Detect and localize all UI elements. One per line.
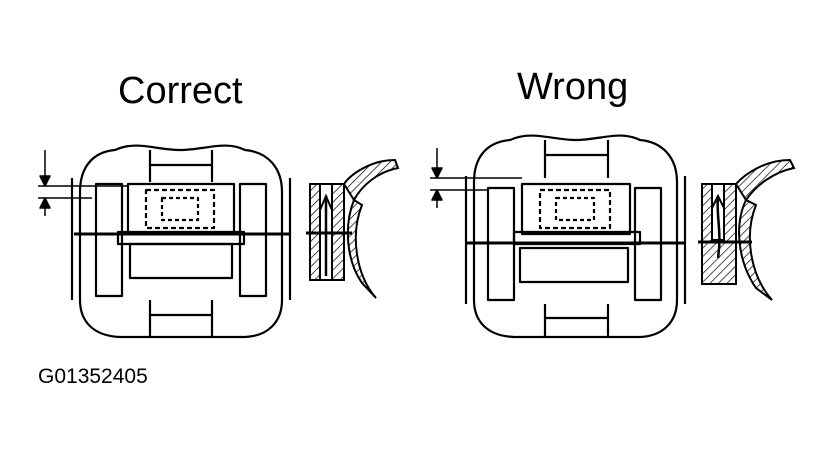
correct-left-clip (94, 182, 124, 298)
wrong-label: Wrong (517, 66, 629, 108)
correct-seat (116, 230, 246, 246)
correct-terminal-block (126, 182, 236, 236)
wrong-front-view (430, 134, 687, 339)
correct-front-view (38, 144, 292, 339)
correct-side-section (306, 158, 400, 299)
figure-id: G01352405 (38, 365, 148, 388)
correct-lower-body (128, 242, 234, 280)
wrong-side-section (698, 158, 796, 301)
wrong-terminal-block (520, 182, 632, 236)
wrong-dimension-arrow (431, 148, 443, 208)
correct-label: Correct (118, 70, 243, 112)
correct-dimension-arrow (39, 150, 51, 216)
correct-terminal-inner (144, 188, 216, 230)
wrong-outer-body (472, 134, 679, 339)
correct-outer-body (78, 144, 284, 339)
correct-right-clip (238, 182, 268, 298)
